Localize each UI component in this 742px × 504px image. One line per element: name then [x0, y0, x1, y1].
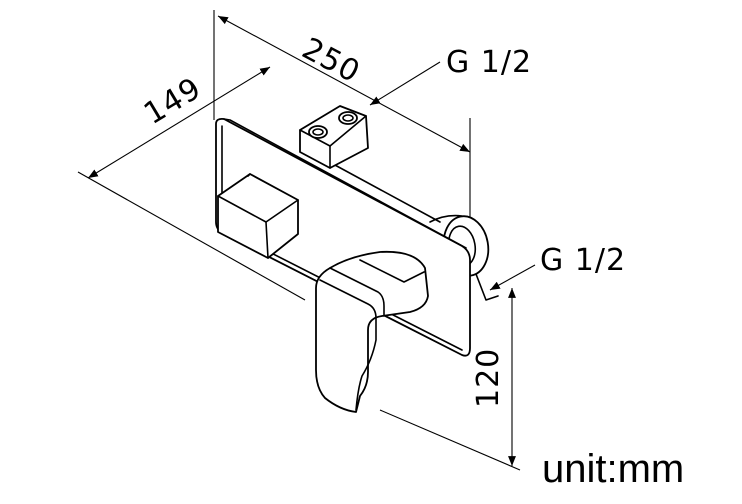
leader-line-side — [489, 264, 536, 291]
extension-line-front — [77, 171, 306, 301]
leader-line-top — [369, 61, 441, 106]
dimension-label-height: 120 — [471, 348, 506, 408]
thread-label-top: G 1/2 — [446, 45, 532, 80]
dimension-line-149 — [87, 66, 271, 179]
thread-callout-top: G 1/2 — [369, 45, 532, 106]
diverter-knob — [217, 173, 299, 259]
extension-line-bottom — [379, 409, 521, 471]
thread-callout-side: G 1/2 — [489, 243, 626, 291]
dimension-120: 120 — [379, 288, 521, 471]
unit-label: unit:mm — [542, 447, 684, 491]
thread-label-side: G 1/2 — [540, 243, 626, 278]
dimension-line-250 — [217, 15, 471, 153]
dimension-label-width: 250 — [296, 31, 366, 90]
dimension-label-depth: 149 — [138, 71, 208, 132]
lever-handle — [315, 250, 429, 413]
